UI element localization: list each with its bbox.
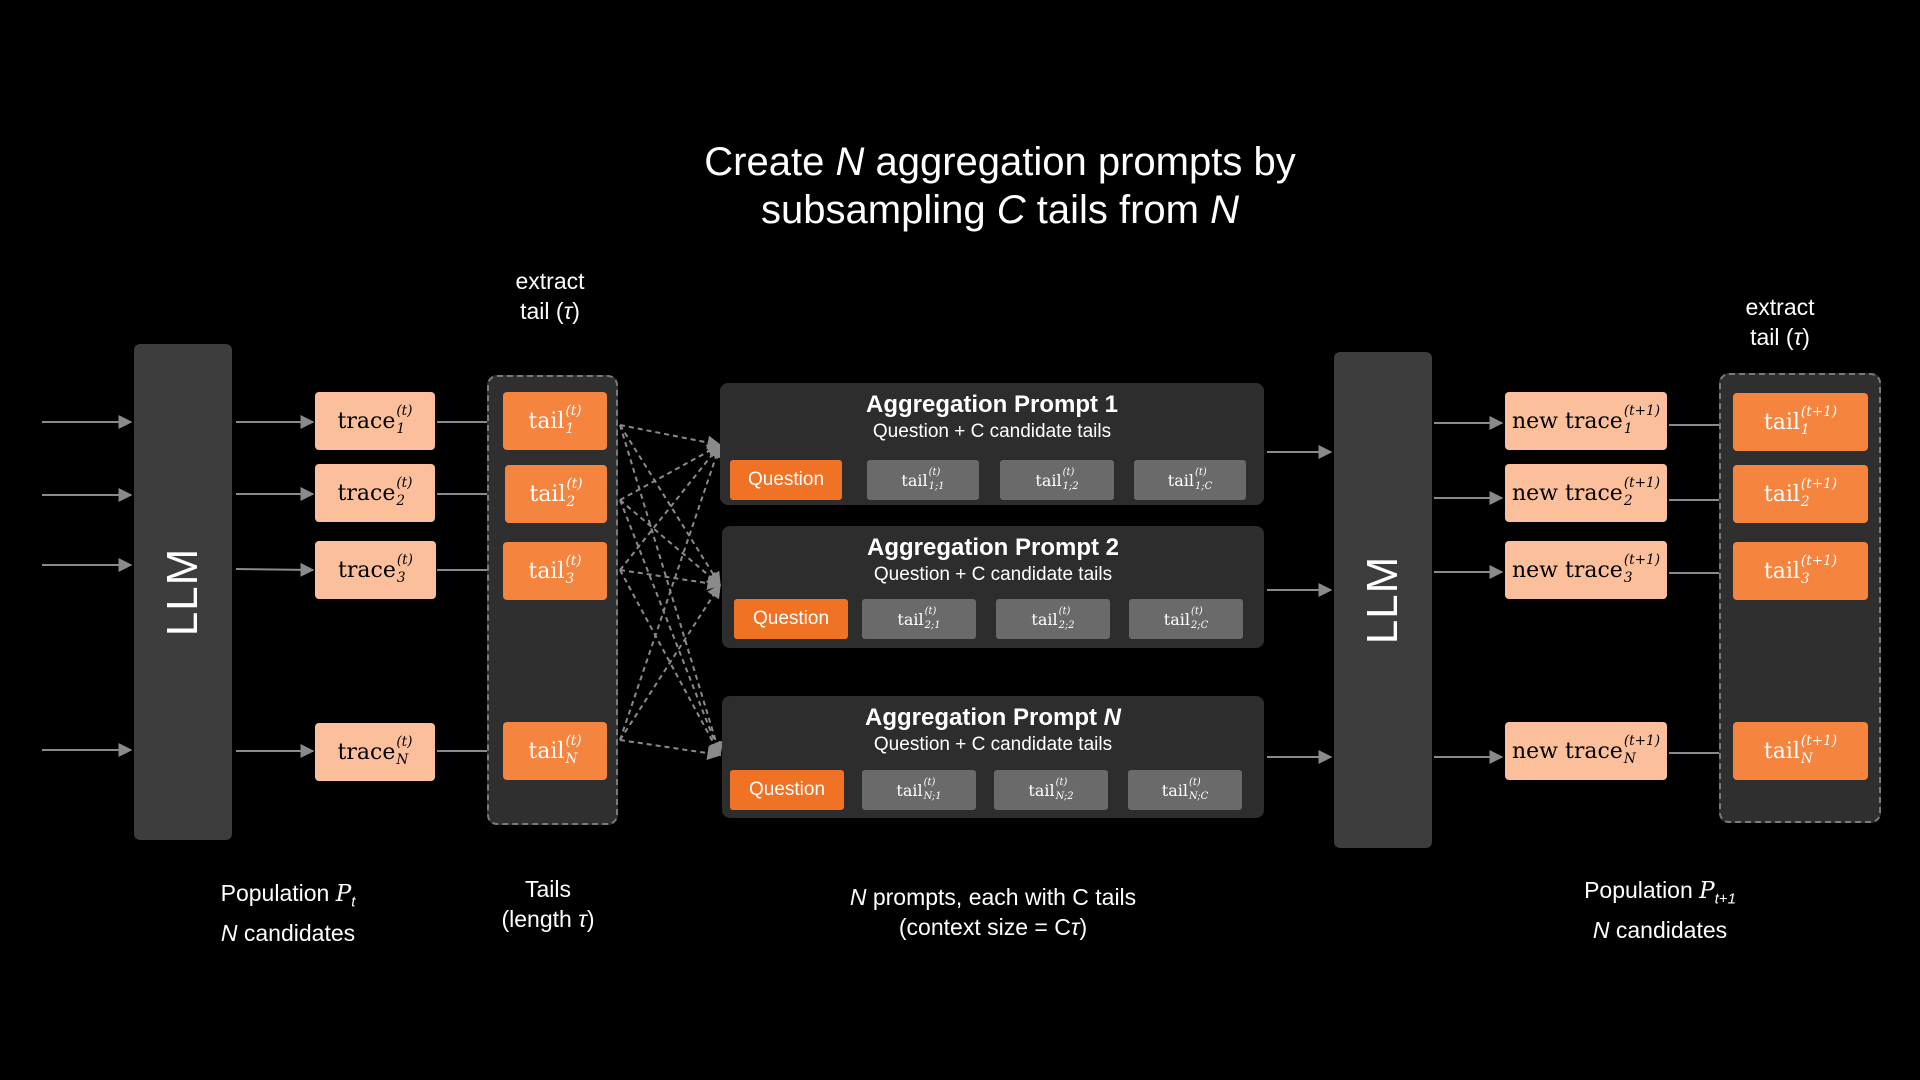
subsample-arrow xyxy=(619,444,722,501)
candidate-tail-chip: tail(t)1;1 xyxy=(867,460,979,500)
new-tail-node: tail(t+1)3 xyxy=(1733,542,1868,600)
candidate-tail-chip: tail(t)1;2 xyxy=(1000,460,1114,500)
candidate-tail-chip: tail(t)1;C xyxy=(1134,460,1246,500)
aggregation-prompt: Aggregation Prompt N Question + C candid… xyxy=(722,696,1264,818)
new-tail-node: tail(t+1)N xyxy=(1733,722,1868,780)
subsample-arrow xyxy=(619,499,722,586)
new-trace-node: new trace(t+1)1 xyxy=(1505,392,1667,450)
aggregation-prompt: Aggregation Prompt 2 Question + C candid… xyxy=(722,526,1264,648)
question-chip: Question xyxy=(734,599,848,639)
caption-tails: Tails (length τ) xyxy=(501,876,595,932)
candidate-tail-chip: tail(t)N;2 xyxy=(994,770,1108,810)
subsample-arrow xyxy=(619,443,723,741)
candidate-tail-chip: tail(t)2;C xyxy=(1129,599,1243,639)
caption-population-t1: Population Pt+1 N candidates xyxy=(1584,877,1736,943)
subsample-arrow xyxy=(619,569,722,591)
subsample-arrow xyxy=(619,424,721,587)
subsample-arrow xyxy=(619,583,721,741)
candidate-tail-chip: tail(t)2;2 xyxy=(996,599,1110,639)
diagram-title: Create N aggregation prompts by subsampl… xyxy=(704,140,1296,232)
new-tail-node: tail(t+1)1 xyxy=(1733,393,1868,451)
candidate-tail-chip: tail(t)2;1 xyxy=(862,599,976,639)
llm-block-left: LLM xyxy=(134,344,232,840)
prompt-subtitle: Question + C candidate tails xyxy=(872,421,1112,442)
prompt-title: Aggregation Prompt N xyxy=(864,704,1121,731)
new-trace-node: new trace(t+1)2 xyxy=(1505,464,1667,522)
prompt-title: Aggregation Prompt 2 xyxy=(866,534,1120,561)
extract-tail-label-right: extract tail (τ) xyxy=(1745,294,1815,350)
tail-node: tail(t)2 xyxy=(505,465,607,523)
trace-node: trace(t)2 xyxy=(315,464,435,522)
subsample-arrow xyxy=(619,739,722,761)
trace-node: trace(t)1 xyxy=(315,392,435,450)
tail-node: tail(t)N xyxy=(503,722,607,780)
caption-population-t: Population Pt N candidates xyxy=(220,880,356,946)
trace-node: trace(t)N xyxy=(315,723,435,781)
subsample-arrow xyxy=(619,424,724,757)
candidate-tail-chip: tail(t)N;C xyxy=(1128,770,1242,810)
new-trace-node: new trace(t+1)N xyxy=(1505,722,1667,780)
llm-label: LLM xyxy=(158,547,207,637)
prompt-subtitle: Question + C candidate tails xyxy=(873,734,1113,755)
trace-node: trace(t)3 xyxy=(315,541,436,599)
llm-block-right: LLM xyxy=(1334,352,1432,848)
extract-tail-label-left: extract tail (τ) xyxy=(515,268,585,324)
new-tail-node: tail(t+1)2 xyxy=(1733,465,1868,523)
aggregation-prompt: Aggregation Prompt 1 Question + C candid… xyxy=(720,383,1264,505)
prompt-subtitle: Question + C candidate tails xyxy=(873,564,1113,585)
subsample-arrow xyxy=(619,443,721,571)
question-chip: Question xyxy=(730,770,844,810)
tail-node: tail(t)1 xyxy=(503,392,607,450)
llm-to-trace-arrow xyxy=(235,562,315,577)
subsample-arrow xyxy=(619,569,721,757)
question-chip: Question xyxy=(730,460,842,500)
subsample-arrow xyxy=(619,424,722,450)
tail-node: tail(t)3 xyxy=(503,542,607,600)
subsample-arrow xyxy=(619,499,722,757)
llm-label: LLM xyxy=(1358,555,1407,645)
new-trace-node: new trace(t+1)3 xyxy=(1505,541,1667,599)
caption-prompts: N prompts, each with C tails (context si… xyxy=(849,884,1137,940)
candidate-tail-chip: tail(t)N;1 xyxy=(862,770,976,810)
prompt-title: Aggregation Prompt 1 xyxy=(865,391,1119,418)
